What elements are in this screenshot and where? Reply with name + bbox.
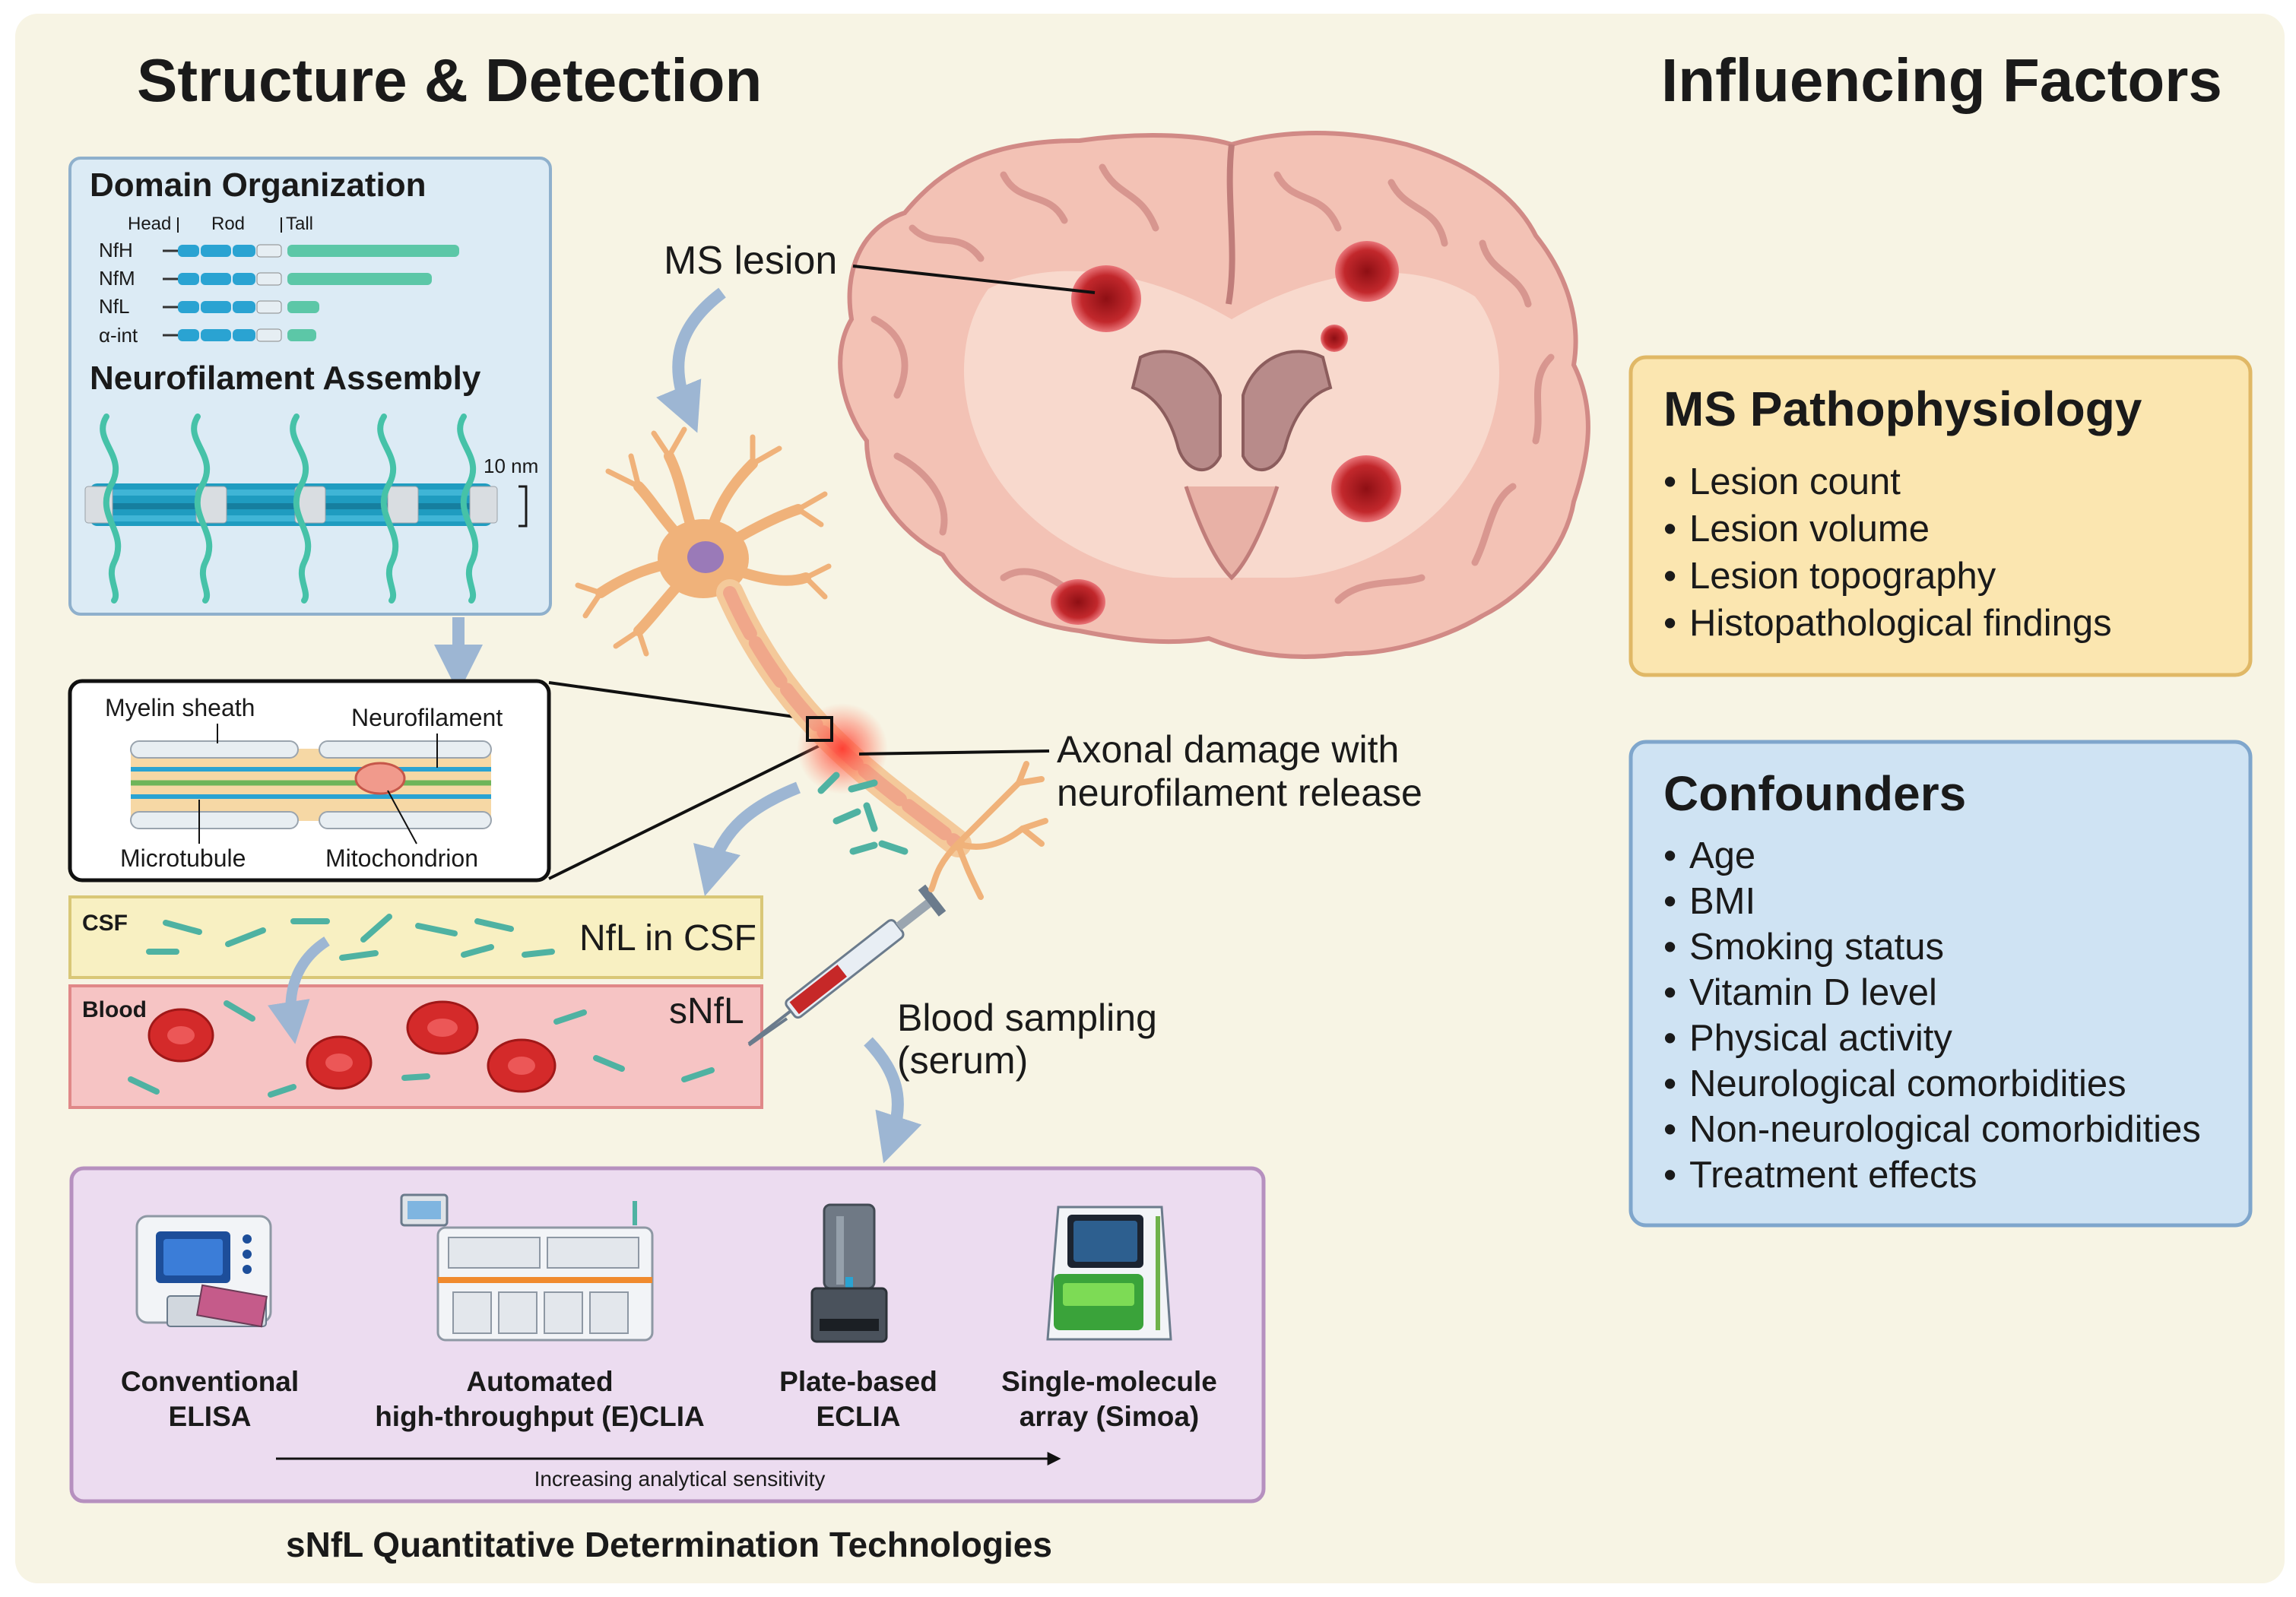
lesion (1335, 241, 1399, 302)
assembly-title: Neurofilament Assembly (90, 360, 481, 397)
ms-lesion-pointer (852, 265, 1096, 294)
mitochondrion-label: Mitochondrion (325, 844, 478, 872)
blood-band: Blood sNfL (68, 984, 763, 1109)
csf-label: NfL in CSF (579, 918, 756, 959)
neurofilament-assembly-illustration: 10 nm (84, 414, 538, 604)
arrow-neuron-to-csf (693, 781, 801, 896)
arrow-csf-to-blood (268, 936, 330, 1044)
rod-label: Rod (211, 214, 245, 234)
heading-left: Structure & Detection (137, 46, 762, 114)
svg-text:•: • (1663, 1109, 1676, 1150)
axonal-damage-pointer (858, 749, 1050, 756)
syringe-needle (747, 1017, 788, 1047)
csf-band: CSF NfL in CSF (68, 895, 763, 979)
lesion (1321, 325, 1348, 352)
svg-text:•: • (1663, 835, 1676, 876)
pathophysiology-item: Lesion volume (1689, 509, 1930, 550)
pathophysiology-title: MS Pathophysiology (1663, 382, 2142, 436)
confounder-item: Neurological comorbidities (1689, 1063, 2126, 1104)
simoa-instrument-icon (1046, 1206, 1172, 1341)
svg-text:α-int: α-int (99, 324, 138, 347)
svg-text:•: • (1663, 556, 1676, 597)
svg-text:NfL: NfL (99, 295, 129, 318)
heading-right: Influencing Factors (1661, 46, 2222, 114)
svg-text:•: • (1663, 972, 1676, 1013)
technology-panel: Conventional ELISA Automated high-throug… (69, 1166, 1266, 1504)
svg-text:•: • (1663, 881, 1676, 922)
axonal-damage-label-line2: neurofilament release (1057, 772, 1422, 814)
lesion (1331, 455, 1401, 522)
blood-sampling-label-line1: Blood sampling (897, 997, 1157, 1039)
svg-text:•: • (1663, 1155, 1676, 1196)
arrow-lesion-to-neuron (656, 287, 726, 433)
tail-label: Tall (286, 214, 313, 234)
pathophysiology-item: Lesion topography (1689, 556, 1996, 597)
confounders-list: • Age • BMI • Smoking status • Vitamin D lev… (1663, 835, 2201, 1196)
axon-inset: Myelin sheath Neurofilament Microtubule … (68, 679, 551, 882)
svg-text:•: • (1663, 1063, 1676, 1104)
svg-text:NfM: NfM (99, 267, 135, 290)
svg-text:•: • (1663, 461, 1676, 502)
blood-sampling-label-line2: (serum) (897, 1039, 1028, 1082)
tech-label-clia-line1: Automated (466, 1366, 613, 1397)
confounder-item: Smoking status (1689, 927, 1944, 968)
automated-analyzer-icon (400, 1193, 654, 1342)
confounder-item: Treatment effects (1689, 1155, 1977, 1196)
svg-text:•: • (1663, 927, 1676, 968)
svg-text:NfH: NfH (99, 239, 133, 261)
sensitivity-label: Increasing analytical sensitivity (534, 1467, 826, 1491)
protein-row-nfl: NfL (99, 295, 319, 318)
zoom-line-top (548, 681, 801, 719)
lesion (1071, 265, 1141, 332)
svg-text:•: • (1663, 1018, 1676, 1059)
domain-panel-title: Domain Organization (90, 166, 426, 204)
confounder-item: Vitamin D level (1689, 972, 1937, 1013)
elisa-reader-icon (135, 1215, 272, 1328)
protein-row-nfh: NfH (99, 239, 459, 261)
protein-row-alpha-int: α-int (99, 324, 316, 347)
protein-row-nfm: NfM (99, 267, 432, 290)
syringe-icon (747, 884, 947, 1045)
myelin-label: Myelin sheath (105, 694, 255, 721)
ms-lesion-label: MS lesion (664, 239, 837, 283)
tech-label-elisa-line1: Conventional (121, 1366, 299, 1397)
confounder-item: BMI (1689, 881, 1755, 922)
microtubule-label: Microtubule (120, 844, 246, 872)
tech-label-clia-line2: high-throughput (E)CLIA (375, 1401, 705, 1432)
heading-bottom: sNfL Quantitative Determination Technolo… (286, 1525, 1052, 1564)
pathophysiology-box: MS Pathophysiology • Lesion count • Lesion… (1628, 355, 2253, 677)
pathophysiology-item: Histopathological findings (1689, 603, 2112, 644)
confounder-item: Non-neurological comorbidities (1689, 1109, 2201, 1150)
confounders-title: Confounders (1663, 766, 1966, 821)
neuron-illustration (575, 426, 1048, 900)
zoom-line-bottom (548, 740, 829, 880)
arrow-sampling-to-tech (864, 1037, 922, 1164)
tech-label-eclia-line2: ECLIA (817, 1401, 901, 1432)
lesion (1051, 579, 1105, 625)
svg-text:•: • (1663, 509, 1676, 550)
tech-label-eclia-line1: Plate-based (779, 1366, 937, 1397)
confounder-item: Age (1689, 835, 1755, 876)
domain-organization-panel: Domain Organization Head Rod Tall NfH Nf… (68, 157, 552, 616)
confounder-item: Physical activity (1689, 1018, 1952, 1059)
pathophysiology-item: Lesion count (1689, 461, 1901, 502)
head-label: Head (128, 214, 171, 234)
svg-text:•: • (1663, 603, 1676, 644)
tech-label-simoa-line1: Single-molecule (1001, 1366, 1217, 1397)
blood-label: sNfL (669, 991, 744, 1031)
blood-tag: Blood (82, 997, 147, 1022)
tech-label-elisa-line2: ELISA (169, 1401, 252, 1432)
brain-illustration (838, 131, 1590, 659)
tech-label-simoa-line2: array (Simoa) (1020, 1401, 1200, 1432)
csf-tag: CSF (82, 911, 128, 936)
pathophysiology-list: • Lesion count • Lesion volume • Lesion top… (1663, 461, 2112, 644)
axonal-damage-label-line1: Axonal damage with (1057, 728, 1399, 771)
eclia-instrument-icon (810, 1203, 888, 1343)
confounders-box: Confounders • Age • BMI • Smoking status • V… (1628, 740, 2253, 1228)
neurofilament-label: Neurofilament (351, 704, 503, 731)
scale-label: 10 nm (484, 455, 538, 477)
